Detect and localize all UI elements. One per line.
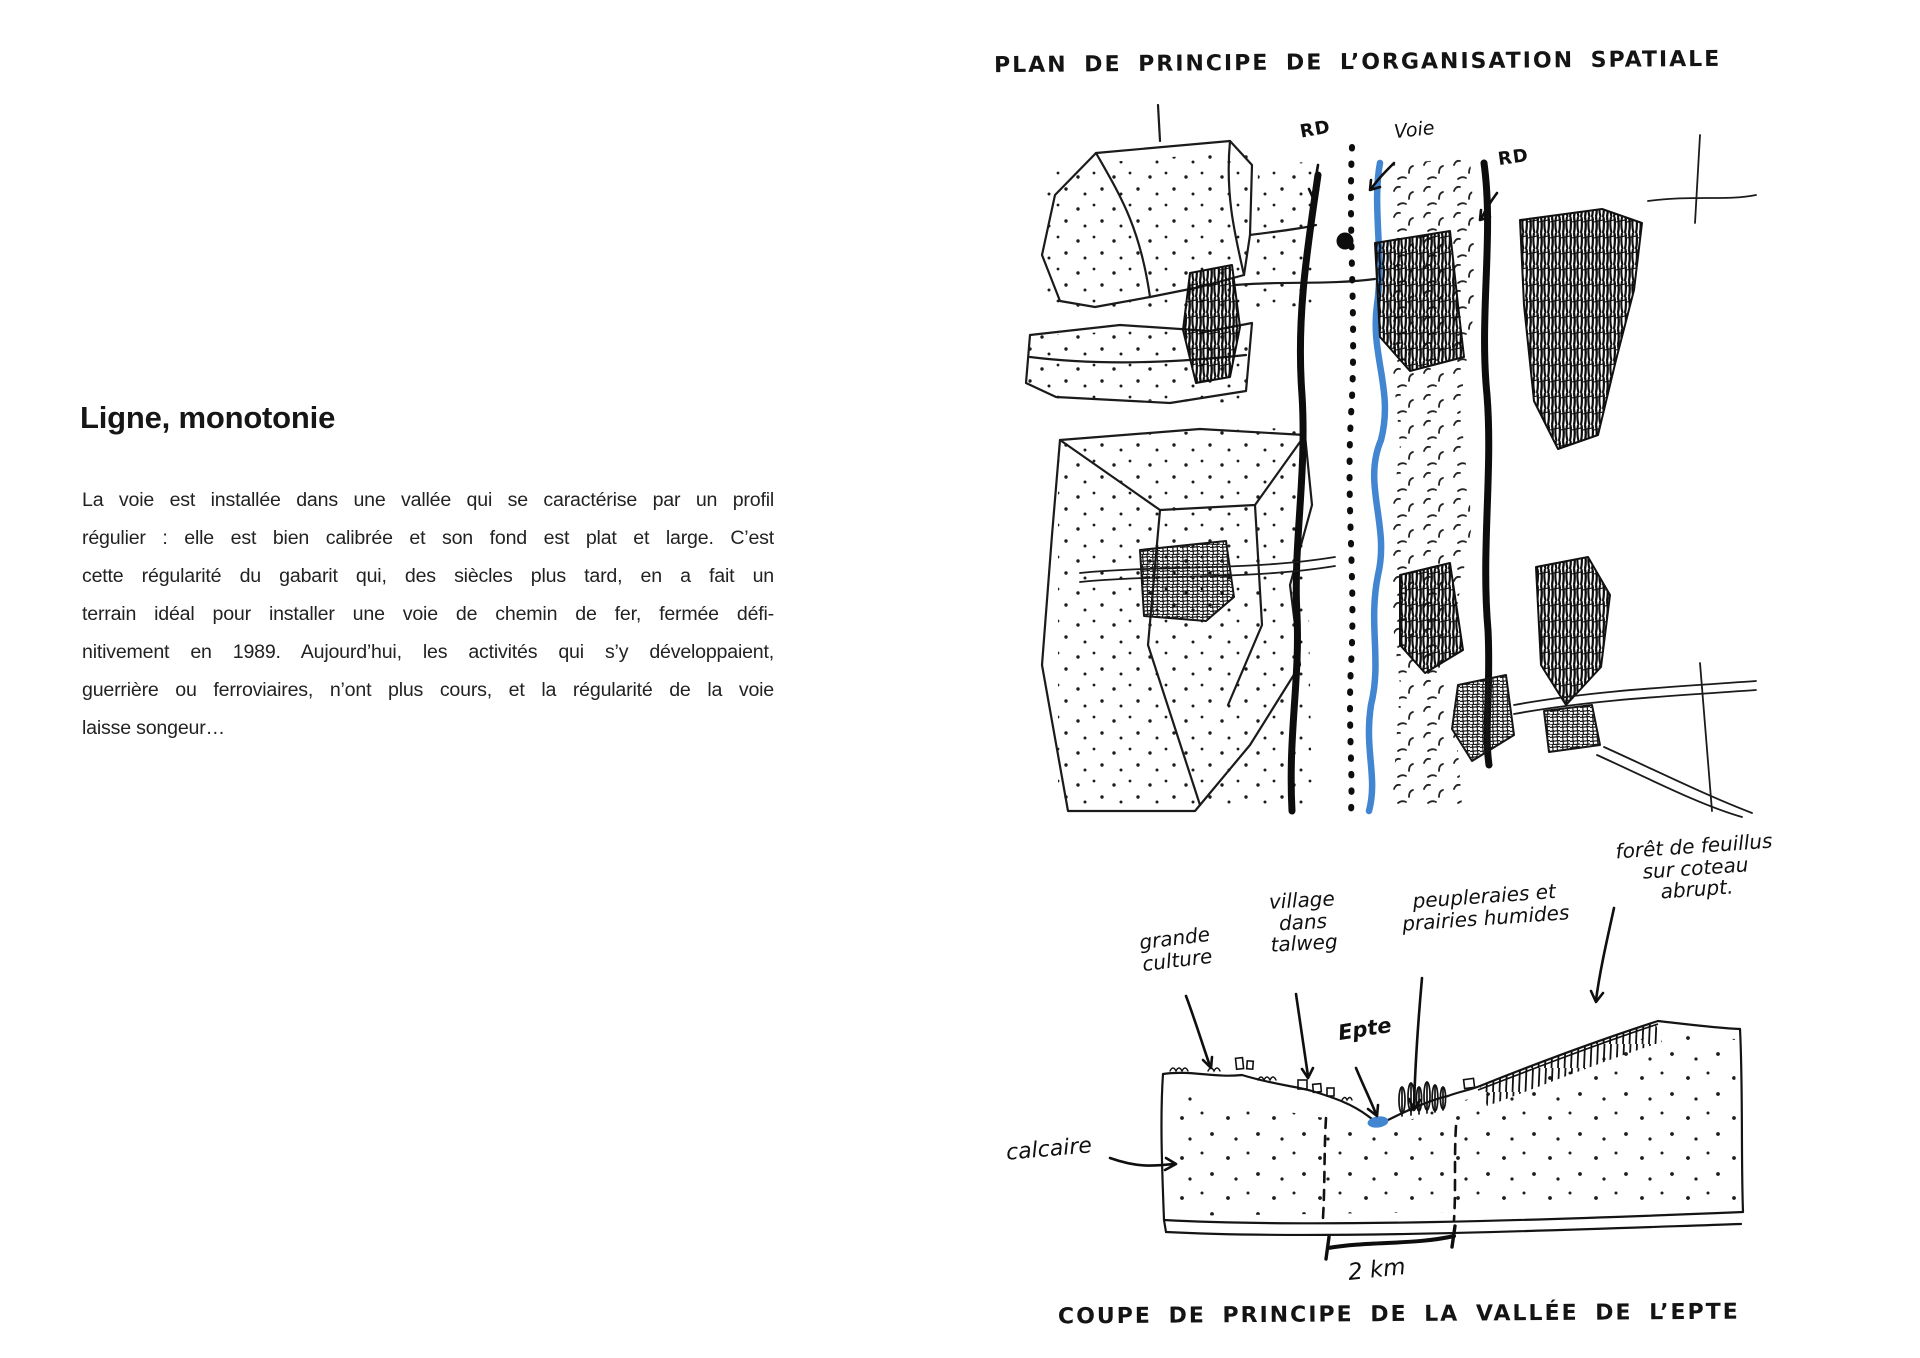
article-paragraph: La voie est installée dans une vallée qu… — [82, 481, 774, 747]
plan-title: PLAN DE PRINCIPE DE L’ORGANISATION SPATI… — [993, 46, 1722, 79]
epte-river-dot — [1367, 1116, 1389, 1128]
coteau-forest-hatch — [1480, 1022, 1662, 1106]
village-patches — [1139, 540, 1601, 762]
rd-right-arrow — [1479, 191, 1499, 221]
forest-patches — [1182, 208, 1643, 706]
epte-arrow — [1354, 1066, 1378, 1116]
secondary-roads — [1079, 134, 1757, 818]
forest-patch — [1374, 230, 1465, 372]
calcaire-arrow — [1108, 1156, 1176, 1167]
poplar-trees — [1398, 1081, 1447, 1117]
rd-right-label: RD — [1496, 144, 1531, 171]
road-rd-right-line — [1480, 159, 1493, 769]
plan-sketch — [1024, 103, 1757, 818]
paragraph-line: cette régularité du gabarit qui, des siè… — [82, 565, 774, 587]
paragraph-line: guerrière ou ferroviaires, n’ont plus co… — [82, 679, 774, 701]
calcaire-stipple — [1170, 1034, 1737, 1216]
village-buildings — [1234, 1056, 1476, 1097]
page-title: Ligne, monotonie — [80, 400, 336, 435]
village-talweg-label: village dans talweg — [1268, 886, 1339, 957]
foret-arrow — [1594, 906, 1616, 1002]
paragraph-line: laisse songeur… — [82, 717, 225, 739]
village-arrow — [1294, 992, 1310, 1078]
coupe-sketch — [1108, 906, 1745, 1261]
forest-patch — [1519, 208, 1643, 450]
paragraph-line: régulier : elle est bien calibrée et son… — [82, 527, 774, 549]
voie-large-dot — [1336, 232, 1354, 250]
paragraph-line: terrain idéal pour installer une voie de… — [82, 603, 774, 625]
village-patch — [1543, 704, 1601, 753]
scale-bar — [1324, 1224, 1457, 1261]
village-patch — [1139, 540, 1235, 622]
forest-patch — [1399, 562, 1464, 674]
plan-label-arrows — [1307, 161, 1499, 222]
voie-ferree-dotted-line — [1346, 144, 1357, 816]
coupe-caption: COUPE DE PRINCIPE DE LA VALLÉE DE L’EPTE — [1057, 1299, 1740, 1330]
peupleraies-arrow — [1412, 976, 1424, 1110]
road-rd-left-line — [1287, 171, 1322, 815]
coteau-forest-topline — [1477, 1023, 1659, 1091]
paragraph-line: La voie est installée dans une vallée qu… — [82, 489, 774, 511]
voie-label: Voie — [1392, 116, 1436, 144]
forest-patch — [1182, 264, 1241, 384]
forest-patch — [1535, 556, 1611, 706]
rd-left-arrow — [1311, 163, 1320, 199]
village-patch — [1451, 674, 1515, 762]
voie-arrow — [1369, 161, 1396, 191]
valley-limit-dashes — [1321, 1116, 1458, 1222]
paragraph-line: nitivement en 1989. Aujourd’hui, les act… — [82, 641, 774, 663]
grande-culture-arrow — [1184, 994, 1212, 1068]
coupe-label-arrows — [1108, 906, 1616, 1172]
